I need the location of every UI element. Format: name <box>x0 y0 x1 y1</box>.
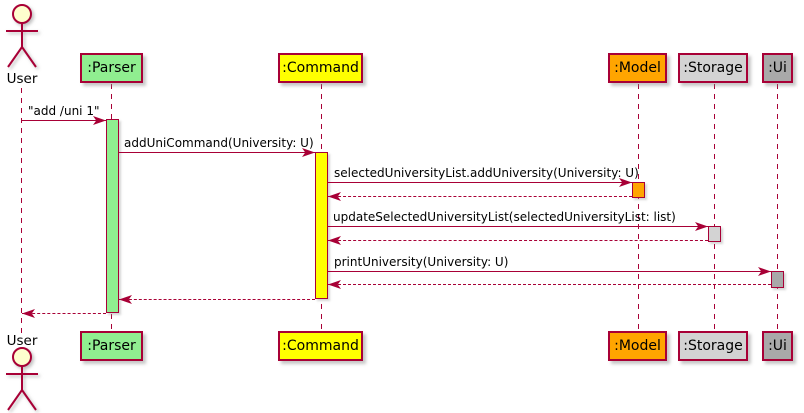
activation-model <box>632 182 645 198</box>
participant-model-top: :Model <box>608 53 667 83</box>
message-4-arrowhead-icon <box>328 192 341 201</box>
lifeline-storage <box>714 84 715 331</box>
actor-label-bottom: User <box>6 333 38 349</box>
message-5-line <box>328 226 708 228</box>
activation-parser <box>106 119 119 313</box>
user-actor-icon <box>6 347 38 411</box>
message-7-line <box>328 271 771 273</box>
participant-ui-bottom: :Ui <box>762 331 793 361</box>
message-2-line <box>119 152 315 154</box>
message-3-line <box>328 182 632 184</box>
message-10-arrowhead-icon <box>22 309 35 318</box>
participant-storage-top: :Storage <box>678 53 748 83</box>
participant-command-bottom: :Command <box>278 331 363 361</box>
participant-label: :Storage <box>683 60 743 76</box>
lifeline-model <box>638 84 639 331</box>
user-actor-icon <box>6 4 38 68</box>
activation-storage <box>708 226 721 242</box>
participant-label: :Model <box>614 338 661 354</box>
message-2-label: addUniCommand(University: U) <box>124 136 314 150</box>
message-5-arrowhead-icon <box>695 222 708 231</box>
activation-ui <box>771 271 784 288</box>
participant-label: :Parser <box>87 60 136 76</box>
message-3-arrowhead-icon <box>619 178 632 187</box>
participant-ui-top: :Ui <box>762 53 793 83</box>
activation-command <box>315 152 328 299</box>
lifeline-user <box>21 88 22 333</box>
message-5-label: updateSelectedUniversityList(selectedUni… <box>333 210 676 224</box>
actor-label-top: User <box>6 71 38 87</box>
participant-label: :Model <box>614 60 661 76</box>
message-1-line <box>22 120 106 122</box>
message-9-return-line <box>119 299 315 300</box>
participant-parser-top: :Parser <box>80 53 143 83</box>
message-9-arrowhead-icon <box>119 295 132 304</box>
message-1-arrowhead-icon <box>93 116 106 125</box>
participant-parser-bottom: :Parser <box>80 331 143 361</box>
message-7-arrowhead-icon <box>758 267 771 276</box>
participant-command-top: :Command <box>278 53 363 83</box>
message-3-label: selectedUniversityList.addUniversity(Uni… <box>334 166 639 180</box>
participant-label: :Parser <box>87 338 136 354</box>
message-4-return-line <box>328 196 632 197</box>
message-7-label: printUniversity(University: U) <box>334 255 509 269</box>
message-1-label: "add /uni 1" <box>28 104 100 118</box>
message-6-return-line <box>328 240 708 241</box>
participant-model-bottom: :Model <box>608 331 667 361</box>
participant-label: :Storage <box>683 338 743 354</box>
message-10-return-line <box>22 313 106 314</box>
message-8-return-line <box>328 284 771 285</box>
message-8-arrowhead-icon <box>328 280 341 289</box>
message-6-arrowhead-icon <box>328 236 341 245</box>
participant-label: :Command <box>282 60 359 76</box>
participant-label: :Command <box>282 338 359 354</box>
participant-label: :Ui <box>768 338 787 354</box>
lifeline-ui <box>777 84 778 331</box>
message-2-arrowhead-icon <box>302 148 315 157</box>
participant-storage-bottom: :Storage <box>678 331 748 361</box>
participant-label: :Ui <box>768 60 787 76</box>
